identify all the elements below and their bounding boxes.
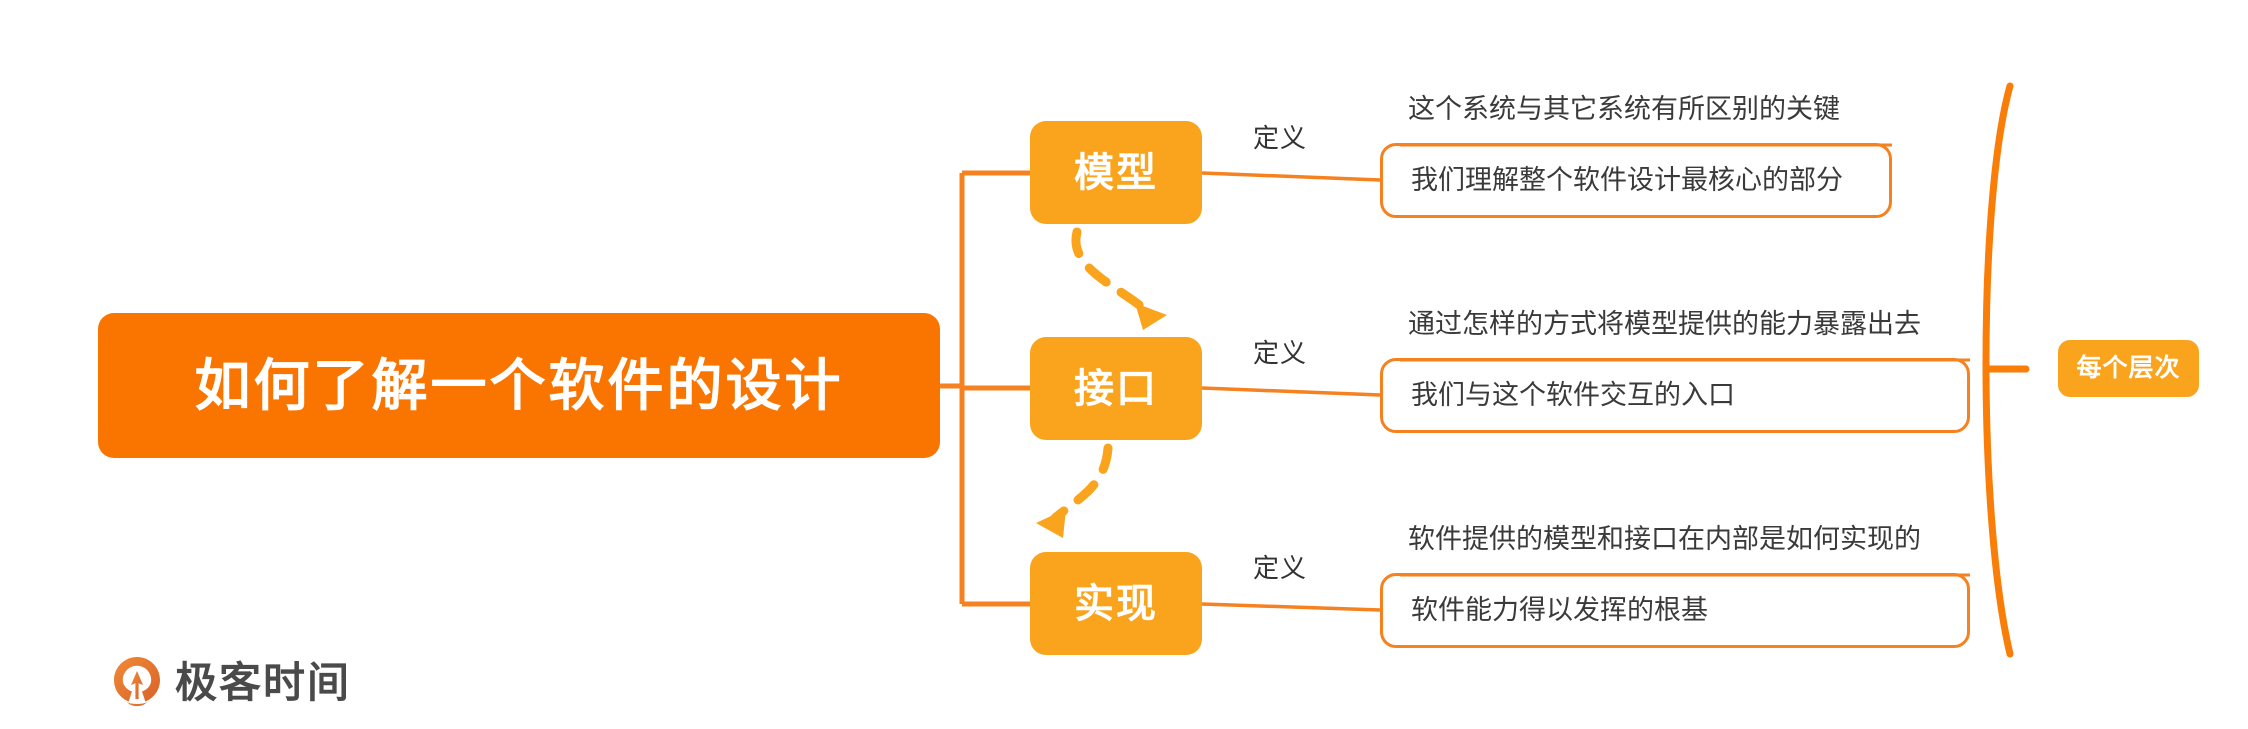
edge-label-implementation-definition: 定义 xyxy=(1253,553,1308,583)
detail-interface-line-2: 我们与这个软件交互的入口 xyxy=(1411,380,1735,410)
dashed-arrow-interface-to-implementation xyxy=(1036,443,1113,538)
implementation-to-detail-connector xyxy=(1201,602,1381,612)
branch-node-implementation-label: 实现 xyxy=(1074,581,1158,626)
detail-interface-box[interactable]: 我们与这个软件交互的入口 xyxy=(1380,358,1970,433)
dashed-arrow-model-to-interface xyxy=(1071,227,1167,330)
branch-node-interface-label: 接口 xyxy=(1074,366,1158,411)
summary-node[interactable]: 每个层次 xyxy=(2058,340,2199,397)
summary-node-label: 每个层次 xyxy=(2076,354,2181,382)
model-to-detail-connector xyxy=(1201,171,1381,182)
detail-interface-line-1: 通过怎样的方式将模型提供的能力暴露出去 xyxy=(1408,309,1921,339)
branch-node-implementation[interactable]: 实现 xyxy=(1030,552,1202,655)
detail-model-box[interactable]: 我们理解整个软件设计最核心的部分 xyxy=(1380,143,1892,218)
edge-label-interface-definition: 定义 xyxy=(1253,338,1308,368)
root-to-spine-connector xyxy=(940,173,965,604)
detail-implementation-box[interactable]: 软件能力得以发挥的根基 xyxy=(1380,573,1970,648)
branch-node-interface[interactable]: 接口 xyxy=(1030,337,1202,440)
summary-bracket xyxy=(1982,82,2030,658)
branch-node-model[interactable]: 模型 xyxy=(1030,121,1202,224)
detail-implementation-line-1: 软件提供的模型和接口在内部是如何实现的 xyxy=(1408,524,1921,554)
root-node[interactable]: 如何了解一个软件的设计 xyxy=(98,313,940,458)
geektime-logo-icon xyxy=(114,657,160,707)
interface-to-detail-connector xyxy=(1201,386,1381,397)
branch-node-model-label: 模型 xyxy=(1074,150,1158,195)
detail-implementation-line-2: 软件能力得以发挥的根基 xyxy=(1411,595,1708,625)
brand-logo: 极客时间 xyxy=(113,655,351,711)
edge-label-model-definition: 定义 xyxy=(1253,123,1308,153)
detail-model-line-2: 我们理解整个软件设计最核心的部分 xyxy=(1411,165,1843,195)
brand-name: 极客时间 xyxy=(175,659,352,706)
root-node-label: 如何了解一个软件的设计 xyxy=(194,353,844,417)
detail-model-line-1: 这个系统与其它系统有所区别的关键 xyxy=(1408,94,1840,124)
